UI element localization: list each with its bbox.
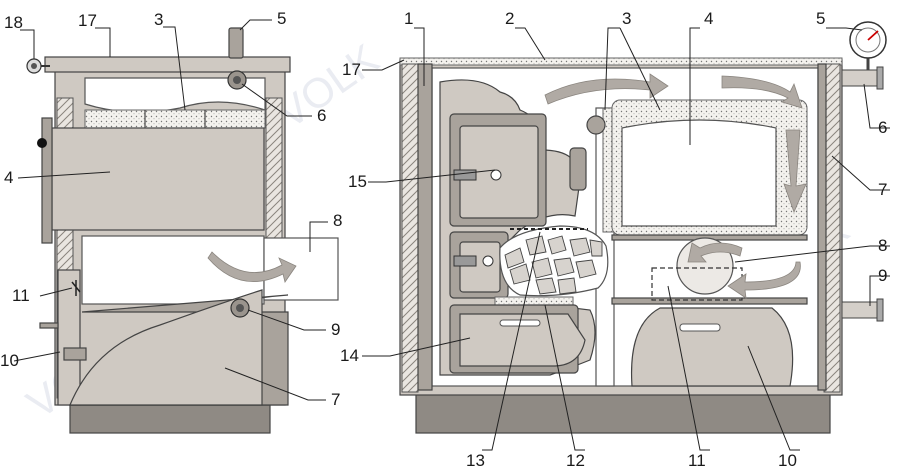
side-heat-exchanger [51, 127, 265, 231]
side-lever [71, 280, 81, 296]
side-handle [39, 322, 59, 329]
label-9-right: 9 [878, 266, 887, 285]
front-view [399, 21, 887, 434]
label-10-right: 10 [778, 451, 797, 470]
front-supply-pipe [841, 69, 878, 87]
label-7-left: 7 [331, 390, 340, 409]
side-top-cover [44, 56, 291, 73]
side-thermometer [228, 27, 244, 59]
side-top-insulation [84, 109, 266, 129]
front-lower-hinge [453, 255, 477, 267]
label-13: 13 [466, 451, 485, 470]
side-upper-cut [84, 77, 266, 113]
front-upper-hinge [453, 169, 477, 181]
fuel-pieces [504, 235, 603, 295]
front-top-plate [399, 57, 843, 66]
front-wall-right [817, 63, 827, 391]
front-heat-exchanger [621, 119, 777, 227]
front-ash-pan [630, 307, 794, 387]
label-6-left: 6 [317, 106, 326, 125]
flow-arrow-2 [721, 75, 803, 109]
label-17-right: 17 [342, 60, 361, 79]
front-return-pipe [841, 301, 878, 319]
label-14: 14 [340, 346, 359, 365]
front-grate [494, 296, 574, 306]
label-17-left: 17 [78, 11, 97, 30]
side-knob [37, 138, 47, 148]
side-base [69, 404, 271, 434]
leader-lines [13, 19, 890, 451]
watermark-2: VOLK [268, 35, 387, 138]
label-9-left: 9 [331, 320, 340, 339]
flow-arrow-1 [544, 73, 669, 105]
label-11-left: 11 [12, 286, 30, 305]
label-6-right: 6 [878, 118, 887, 137]
front-air-valve [586, 115, 606, 135]
label-12: 12 [566, 451, 585, 470]
front-door-latch [569, 147, 587, 191]
label-5-left: 5 [277, 9, 286, 28]
flow-arrow-3 [783, 129, 807, 214]
side-view [26, 27, 339, 434]
label-4-left: 4 [4, 168, 13, 187]
front-wall-left [417, 63, 433, 391]
side-ash-door [63, 347, 87, 361]
flow-arrow-4 [687, 242, 743, 263]
labels: 18 17 3 5 6 4 8 11 9 10 7 1 2 3 4 5 17 6… [0, 9, 887, 470]
label-8-right: 8 [878, 236, 887, 255]
label-2: 2 [505, 9, 514, 28]
front-chamber-floor [611, 297, 808, 305]
label-18: 18 [4, 13, 23, 32]
label-4-right: 4 [704, 9, 713, 28]
side-ash-box [69, 289, 263, 406]
side-door-frame [41, 117, 53, 244]
label-3-left: 3 [154, 10, 163, 29]
side-lower-door [57, 269, 81, 406]
flow-arrow-5 [727, 261, 801, 299]
label-5-right: 5 [816, 9, 825, 28]
label-8-left: 8 [333, 211, 342, 230]
label-1: 1 [404, 9, 413, 28]
front-insulation-left [401, 63, 419, 393]
label-3-right: 3 [622, 9, 631, 28]
label-7-right: 7 [878, 180, 887, 199]
label-11-right: 11 [688, 451, 706, 470]
side-insulation-right [265, 97, 283, 239]
side-flow-arrow [207, 251, 297, 283]
label-10-left: 10 [0, 351, 19, 370]
label-15: 15 [348, 172, 367, 191]
gauge-needle [867, 30, 879, 41]
